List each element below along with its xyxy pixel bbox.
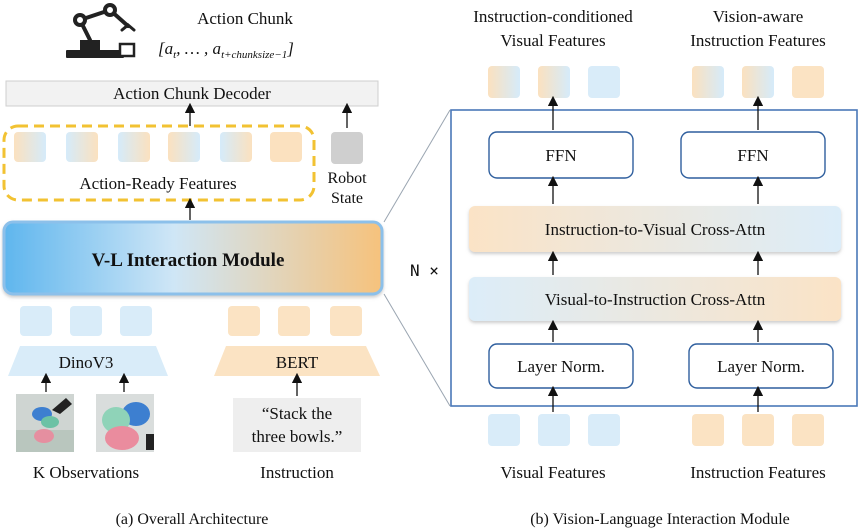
input-visual-token <box>588 414 620 446</box>
top-right-label-line1: Vision-aware <box>713 7 804 26</box>
instruction-tokens-left <box>228 306 362 336</box>
robot-state-line2: State <box>331 190 363 207</box>
top-left-label-line1: Instruction-conditioned <box>473 7 633 26</box>
repeat-label: N × <box>410 261 439 280</box>
input-instruction-tokens <box>692 414 824 446</box>
action-ready-token <box>14 132 46 162</box>
action-ready-token <box>66 132 98 162</box>
formula-mid: , … , a <box>176 39 221 58</box>
instruction-label: Instruction <box>260 463 334 482</box>
top-left-label-line2: Visual Features <box>500 31 605 50</box>
dinov3-encoder <box>8 346 168 376</box>
visual-token <box>120 306 152 336</box>
i2v-cross-attn-box <box>469 206 841 252</box>
output-visual-token <box>488 66 520 98</box>
layer-norm-left-label: Layer Norm. <box>517 357 605 376</box>
action-ready-tokens <box>14 132 302 162</box>
input-visual-tokens <box>488 414 620 446</box>
input-visual-token <box>488 414 520 446</box>
instruction-text-line1: “Stack the <box>262 404 332 423</box>
output-instruction-token <box>742 66 774 98</box>
top-right-label-line2: Instruction Features <box>690 31 826 50</box>
ffn-left-label: FFN <box>545 146 576 165</box>
visual-token <box>70 306 102 336</box>
vl-interaction-module <box>2 220 384 296</box>
instruction-text-box <box>233 398 361 452</box>
bottom-right-label: Instruction Features <box>690 463 826 482</box>
action-chunk-decoder-label: Action Chunk Decoder <box>113 84 271 103</box>
observation-image-2 <box>96 394 154 452</box>
output-instruction-token <box>792 66 824 98</box>
action-ready-label: Action-Ready Features <box>79 174 236 193</box>
layer-norm-right-label: Layer Norm. <box>717 357 805 376</box>
formula-sub-end: t+chunksize−1 <box>221 49 287 61</box>
input-instruction-token <box>692 414 724 446</box>
output-visual-tokens <box>488 66 620 98</box>
v2i-cross-attn-box <box>469 277 841 321</box>
interaction-module-box <box>450 109 858 407</box>
instruction-token <box>228 306 260 336</box>
action-ready-token <box>220 132 252 162</box>
ffn-right-label: FFN <box>737 146 768 165</box>
output-visual-token <box>538 66 570 98</box>
caption-left: (a) Overall Architecture <box>116 511 269 528</box>
action-ready-token <box>270 132 302 162</box>
input-instruction-token <box>742 414 774 446</box>
bert-encoder <box>214 346 380 376</box>
input-instruction-token <box>792 414 824 446</box>
output-instruction-token <box>692 66 724 98</box>
action-chunk-decoder-box <box>5 80 379 107</box>
layer-norm-left-box <box>488 343 634 389</box>
visual-token <box>20 306 52 336</box>
action-chunk-formula: [at, … , at+chunksize−1] <box>158 39 294 61</box>
robot-state-line1: Robot <box>327 170 367 187</box>
observation-image-1 <box>16 394 74 452</box>
action-ready-token <box>118 132 150 162</box>
action-ready-dashed-box <box>2 124 316 202</box>
bottom-left-label: Visual Features <box>500 463 605 482</box>
instruction-token <box>278 306 310 336</box>
zoom-line-top <box>383 109 451 223</box>
input-visual-token <box>538 414 570 446</box>
output-visual-token <box>588 66 620 98</box>
action-chunk-title: Action Chunk <box>197 9 293 28</box>
vl-module-label: V-L Interaction Module <box>92 250 285 271</box>
robot-arm-icon <box>66 3 136 58</box>
dinov3-label: DinoV3 <box>59 353 114 372</box>
instruction-token <box>330 306 362 336</box>
formula-sub-t: t <box>173 49 177 61</box>
ffn-left-box <box>488 131 634 179</box>
formula-open: [a <box>158 39 173 58</box>
zoom-line-bottom <box>383 293 451 407</box>
visual-tokens-left <box>20 306 152 336</box>
v2i-label: Visual-to-Instruction Cross-Attn <box>545 290 766 309</box>
formula-close: ] <box>286 39 294 58</box>
output-instruction-tokens <box>692 66 824 98</box>
i2v-label: Instruction-to-Visual Cross-Attn <box>545 220 766 239</box>
observations-label: K Observations <box>33 463 139 482</box>
svg-text:[at, … , at+chunksize−1]: [at, … , at+chunksize−1] <box>158 39 294 61</box>
instruction-text-line2: three bowls.” <box>252 427 343 446</box>
action-ready-token <box>168 132 200 162</box>
bert-label: BERT <box>276 353 319 372</box>
caption-right: (b) Vision-Language Interaction Module <box>530 511 790 528</box>
robot-state-token <box>331 132 363 164</box>
